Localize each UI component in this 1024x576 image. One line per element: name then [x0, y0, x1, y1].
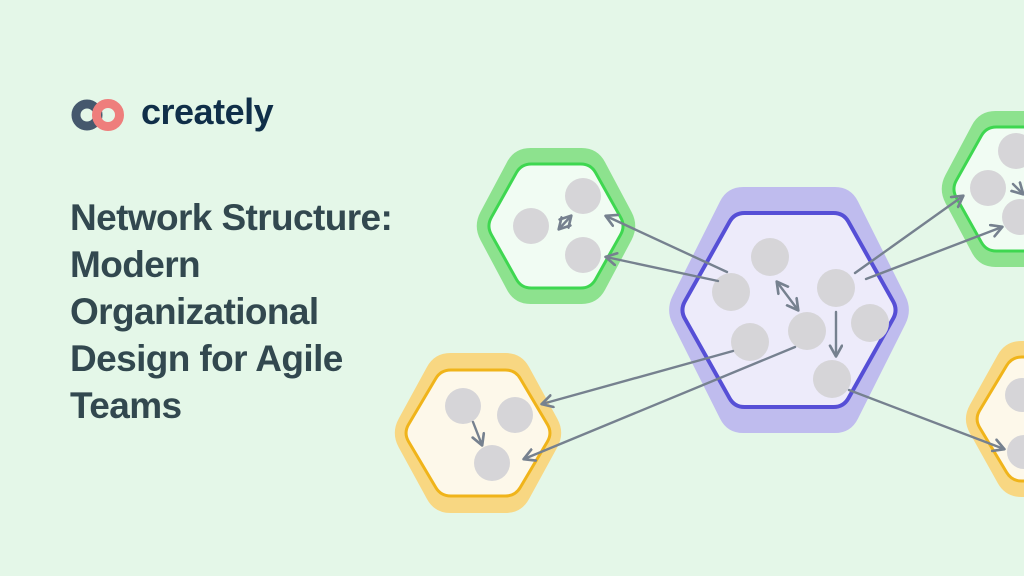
page-title-line: Organizational — [70, 291, 319, 332]
page-title: Network Structure: Modern Organizational… — [70, 194, 470, 429]
connection-arrow-hub-to-bottom-right — [847, 388, 1004, 449]
page-title-line: Network Structure: — [70, 197, 393, 238]
creately-logo: creately — [70, 91, 274, 134]
member-node — [474, 445, 510, 481]
connection-arrow-hub-to-bottom-left-b — [524, 345, 797, 459]
member-node — [813, 360, 851, 398]
connection-arrow-hub-to-top-right-b — [864, 227, 1002, 281]
connection-arrow-hub-to-top-left-a — [606, 216, 729, 274]
page-title-line: Design for Agile — [70, 338, 343, 379]
member-node — [1005, 378, 1024, 412]
member-node — [788, 312, 826, 350]
cluster-team-bottom-right — [965, 341, 1024, 497]
cluster-team-top-right — [941, 111, 1024, 267]
member-node — [817, 269, 855, 307]
member-node — [565, 178, 601, 214]
member-node — [751, 238, 789, 276]
member-node — [1007, 435, 1024, 469]
member-node — [712, 273, 750, 311]
connection-arrow-hub-internal-exchange — [777, 282, 798, 310]
connection-arrow-hub-to-bottom-left-a — [542, 349, 735, 404]
connection-arrow-bottom-left-internal-down — [473, 420, 482, 445]
creately-logo-text: creately — [141, 91, 274, 132]
member-node — [445, 388, 481, 424]
logo-ring-coral-icon — [92, 99, 124, 131]
page-title-line: Modern — [70, 244, 201, 285]
cluster-hub-central — [669, 187, 909, 433]
member-node — [513, 208, 549, 244]
member-node — [998, 133, 1024, 169]
connection-arrow-top-right-internal — [1013, 184, 1024, 194]
member-node — [1002, 199, 1024, 235]
connection-arrow-top-left-internal-exchange — [559, 216, 571, 229]
creately-logo-icon — [71, 99, 124, 131]
connection-arrow-hub-to-top-right-a — [853, 196, 963, 275]
connection-arrow-hub-to-top-left-b — [606, 257, 720, 283]
page-title-line: Teams — [70, 385, 182, 426]
member-node — [497, 397, 533, 433]
member-node — [565, 237, 601, 273]
cluster-team-top-left — [476, 148, 636, 304]
member-node — [851, 304, 889, 342]
member-node — [970, 170, 1006, 206]
member-node — [731, 323, 769, 361]
